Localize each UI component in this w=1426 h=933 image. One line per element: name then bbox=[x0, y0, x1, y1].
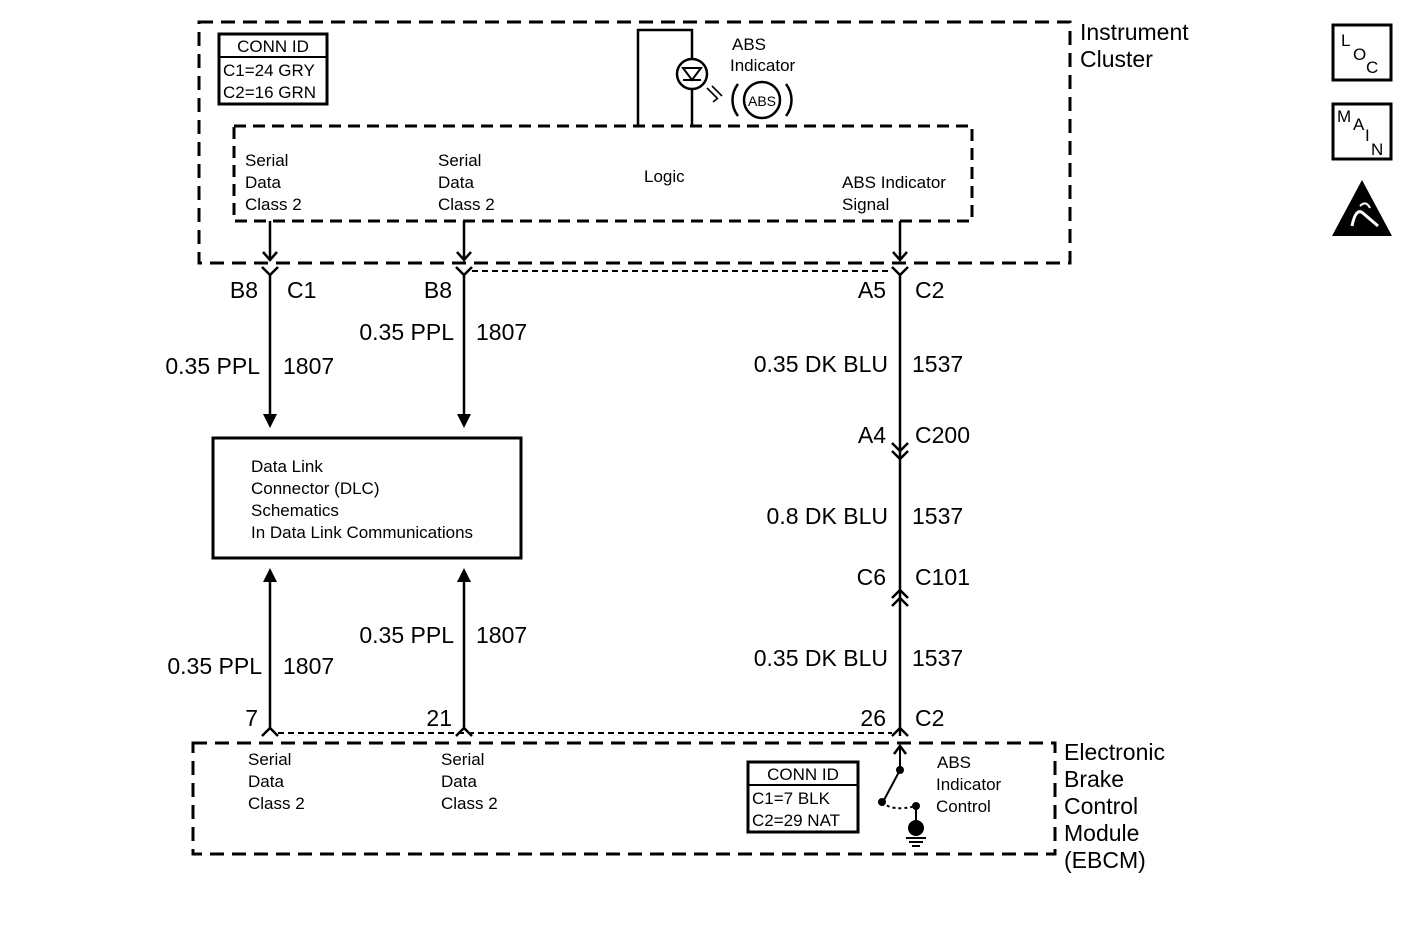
dlc-box bbox=[211, 436, 523, 560]
abs-control-1: ABS bbox=[937, 753, 971, 772]
abs-symbol-icon: ABS bbox=[731, 80, 793, 120]
cluster-sd-mid-2: Data bbox=[438, 173, 474, 192]
dlc-line-3: Schematics bbox=[251, 501, 339, 520]
svg-text:I: I bbox=[1365, 126, 1370, 145]
ebcm-conn-id-table: CONN ID C1=7 BLK C2=29 NAT bbox=[746, 760, 860, 834]
ebcm-box bbox=[191, 741, 1057, 856]
abs-symbol-text: ABS bbox=[748, 93, 776, 109]
abs-indicator-label-2: Indicator bbox=[730, 56, 796, 75]
mid-top-circuit: 1807 bbox=[476, 319, 527, 345]
cluster-sd-left-1: Serial bbox=[245, 151, 288, 170]
right-top-pin: A5 bbox=[858, 277, 886, 303]
abs-control-2: Indicator bbox=[936, 775, 1002, 794]
ebcm-sd-mid-3: Class 2 bbox=[441, 794, 498, 813]
svg-text:N: N bbox=[1371, 140, 1383, 159]
left-bottom-circuit: 1807 bbox=[283, 653, 334, 679]
abs-control-switch bbox=[878, 743, 926, 847]
right-bottom-conn: C2 bbox=[915, 705, 944, 731]
loc-icon[interactable]: L O C bbox=[1331, 23, 1393, 82]
instrument-cluster-title-1: Instrument bbox=[1080, 19, 1189, 45]
mid-top-pin: B8 bbox=[424, 277, 452, 303]
cluster-sd-mid-3: Class 2 bbox=[438, 195, 495, 214]
c200-conn: C200 bbox=[915, 422, 970, 448]
left-top-conn: C1 bbox=[287, 277, 316, 303]
left-bottom-pin: 7 bbox=[245, 705, 258, 731]
logic-label: Logic bbox=[644, 167, 685, 186]
svg-text:M: M bbox=[1337, 107, 1351, 126]
ebcm-sd-left-2: Data bbox=[248, 772, 284, 791]
c101-connector bbox=[891, 588, 909, 607]
cluster-conn-id-row1: C1=24 GRY bbox=[223, 61, 315, 80]
dlc-line-2: Connector (DLC) bbox=[251, 479, 380, 498]
main-icon[interactable]: M A I N bbox=[1331, 102, 1393, 161]
cluster-sd-mid-1: Serial bbox=[438, 151, 481, 170]
left-bottom-gauge: 0.35 PPL bbox=[167, 653, 262, 679]
c200-connector bbox=[891, 442, 909, 461]
c200-pin: A4 bbox=[858, 422, 886, 448]
right-bottom-pin: 26 bbox=[860, 705, 886, 731]
svg-text:A: A bbox=[1353, 115, 1365, 134]
ebcm-conn-id-header: CONN ID bbox=[767, 765, 839, 784]
cluster-conn-id-table: CONN ID C1=24 GRY C2=16 GRN bbox=[217, 32, 329, 106]
svg-text:C: C bbox=[1366, 58, 1378, 77]
left-top-circuit: 1807 bbox=[283, 353, 334, 379]
abs-signal-1: ABS Indicator bbox=[842, 173, 946, 192]
instrument-cluster-box bbox=[197, 20, 1072, 265]
cluster-sd-left-3: Class 2 bbox=[245, 195, 302, 214]
right-low-gauge: 0.35 DK BLU bbox=[754, 645, 888, 671]
ebcm-conn-id-row1: C1=7 BLK bbox=[752, 789, 831, 808]
cluster-sd-left-2: Data bbox=[245, 173, 281, 192]
dlc-line-4: In Data Link Communications bbox=[251, 523, 473, 542]
ebcm-conn-id-row2: C2=29 NAT bbox=[752, 811, 840, 830]
right-top-circuit: 1537 bbox=[912, 351, 963, 377]
svg-text:O: O bbox=[1353, 45, 1366, 64]
ebcm-sd-left-3: Class 2 bbox=[248, 794, 305, 813]
right-top-gauge: 0.35 DK BLU bbox=[754, 351, 888, 377]
ebcm-title-4: Module bbox=[1064, 820, 1139, 846]
mid-top-gauge: 0.35 PPL bbox=[359, 319, 454, 345]
left-top-pin: B8 bbox=[230, 277, 258, 303]
instrument-cluster-title-2: Cluster bbox=[1080, 46, 1153, 72]
abs-indicator-lamp bbox=[636, 28, 723, 126]
c101-pin: C6 bbox=[857, 564, 886, 590]
ebcm-title-2: Brake bbox=[1064, 766, 1124, 792]
left-top-gauge: 0.35 PPL bbox=[165, 353, 260, 379]
ebcm-sd-mid-1: Serial bbox=[441, 750, 484, 769]
mid-bottom-pin: 21 bbox=[426, 705, 452, 731]
abs-signal-2: Signal bbox=[842, 195, 889, 214]
dlc-line-1: Data Link bbox=[251, 457, 323, 476]
logic-inner-box bbox=[232, 124, 974, 223]
right-top-conn: C2 bbox=[915, 277, 944, 303]
c101-conn: C101 bbox=[915, 564, 970, 590]
svg-text:L: L bbox=[1341, 31, 1350, 50]
mid-bottom-gauge: 0.35 PPL bbox=[359, 622, 454, 648]
esd-warning-icon bbox=[1332, 180, 1392, 236]
cluster-conn-id-header: CONN ID bbox=[237, 37, 309, 56]
ebcm-title-5: (EBCM) bbox=[1064, 847, 1146, 873]
right-mid-circuit: 1537 bbox=[912, 503, 963, 529]
mid-bottom-circuit: 1807 bbox=[476, 622, 527, 648]
abs-control-3: Control bbox=[936, 797, 991, 816]
right-mid-gauge: 0.8 DK BLU bbox=[767, 503, 888, 529]
abs-indicator-label-1: ABS bbox=[732, 35, 766, 54]
ebcm-sd-left-1: Serial bbox=[248, 750, 291, 769]
right-low-circuit: 1537 bbox=[912, 645, 963, 671]
cluster-conn-id-row2: C2=16 GRN bbox=[223, 83, 316, 102]
ebcm-sd-mid-2: Data bbox=[441, 772, 477, 791]
ebcm-title-1: Electronic bbox=[1064, 739, 1165, 765]
ebcm-title-3: Control bbox=[1064, 793, 1138, 819]
